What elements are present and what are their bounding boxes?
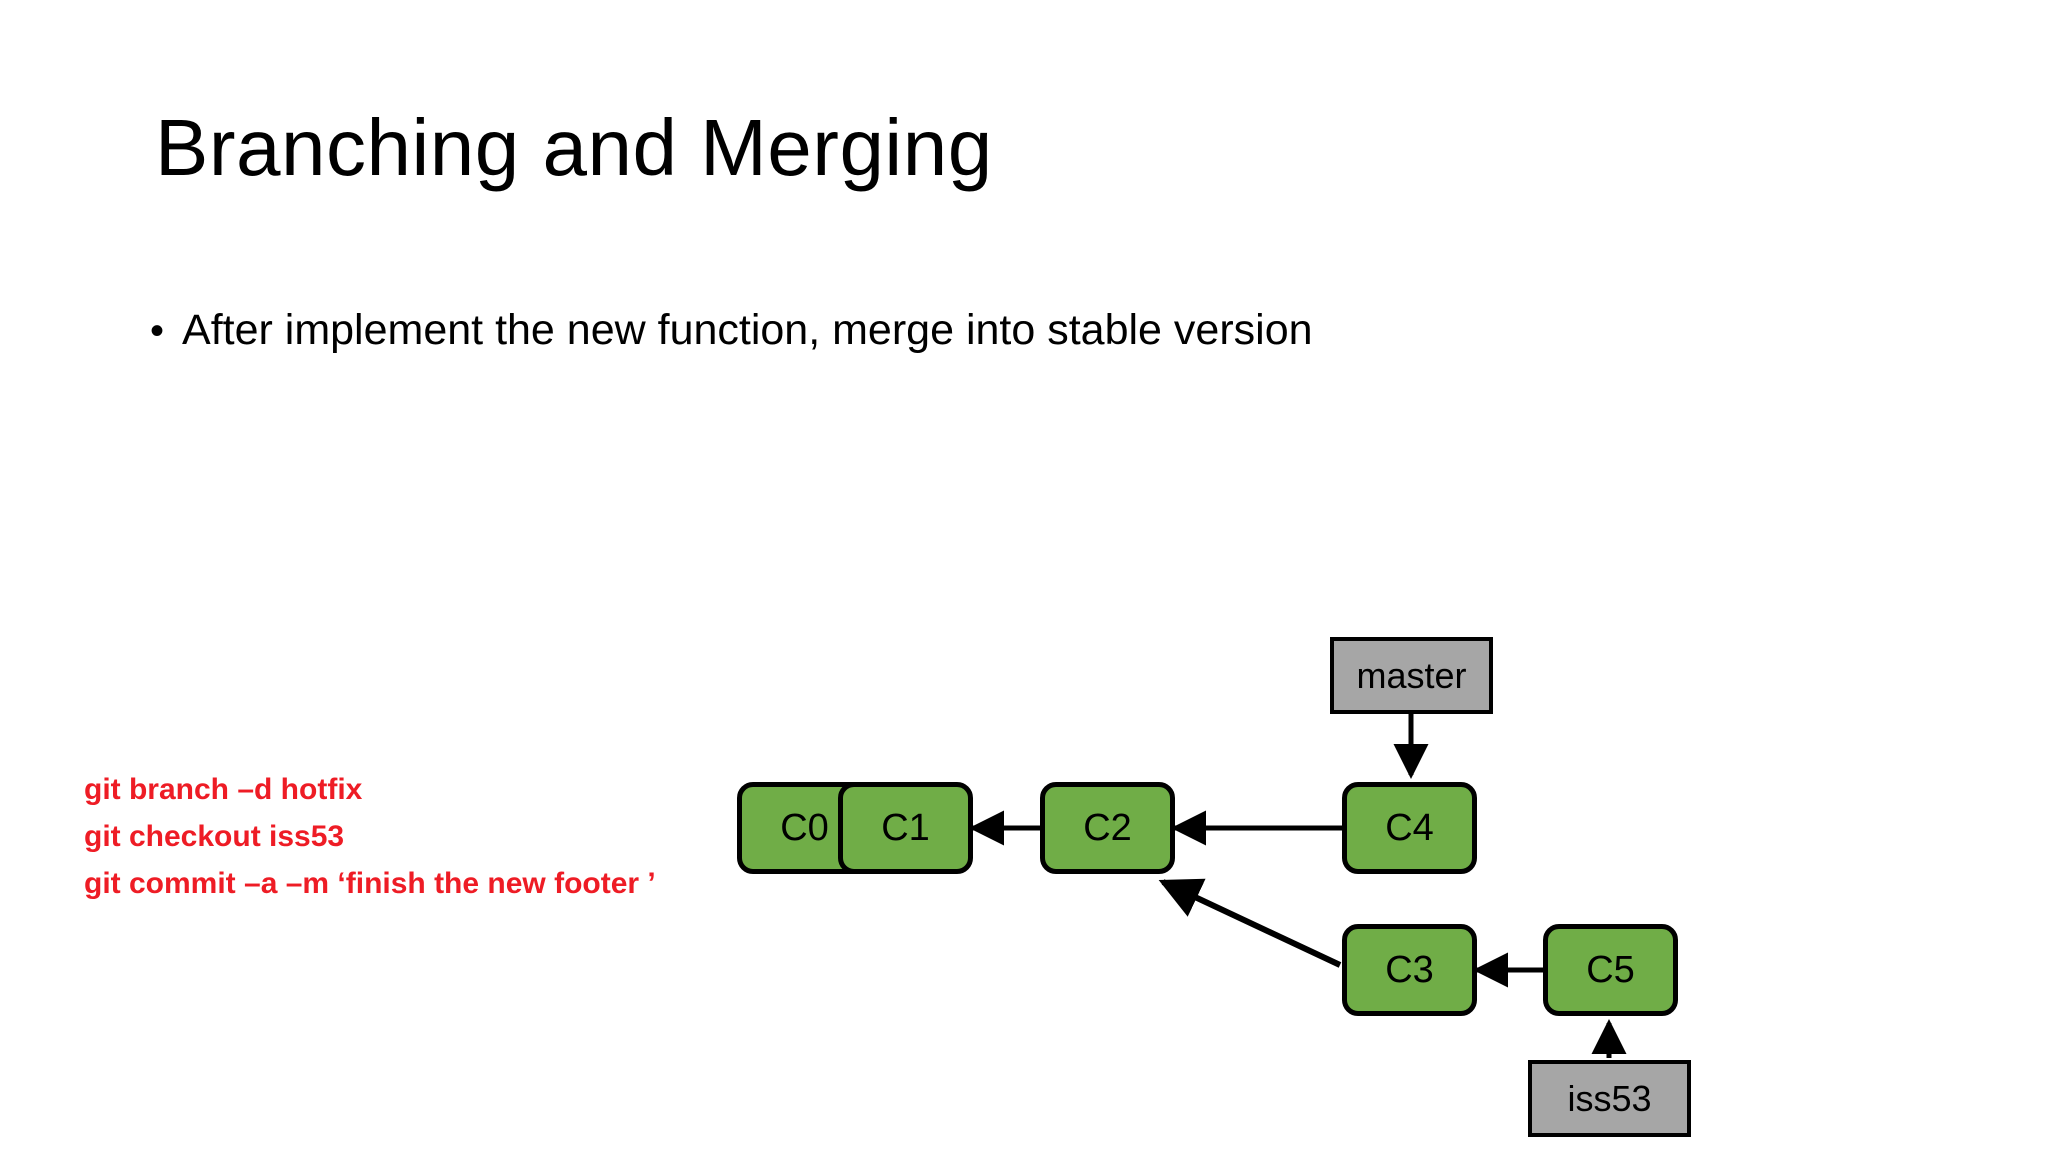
bullet-marker-icon: • [150,309,165,353]
branch-label-master[interactable]: master [1330,637,1493,714]
commit-node-c3[interactable]: C3 [1342,924,1477,1016]
page-title: Branching and Merging [155,103,993,192]
commit-node-c1[interactable]: C1 [838,782,973,874]
git-command-list: git branch –d hotfix git checkout iss53 … [84,766,656,907]
commit-node-c4[interactable]: C4 [1342,782,1477,874]
bullet-text: After implement the new function, merge … [182,306,1313,354]
git-command-line-1: git branch –d hotfix [84,773,363,806]
git-command-line-2: git checkout iss53 [84,820,345,853]
branch-label-iss53[interactable]: iss53 [1528,1060,1691,1137]
commit-node-c2[interactable]: C2 [1040,782,1175,874]
commit-node-c5[interactable]: C5 [1543,924,1678,1016]
arrow-c3-to-c2 [1158,878,1342,968]
bullet-item: • After implement the new function, merg… [150,306,1313,355]
git-command-line-3: git commit –a –m ‘finish the new footer … [84,867,656,900]
